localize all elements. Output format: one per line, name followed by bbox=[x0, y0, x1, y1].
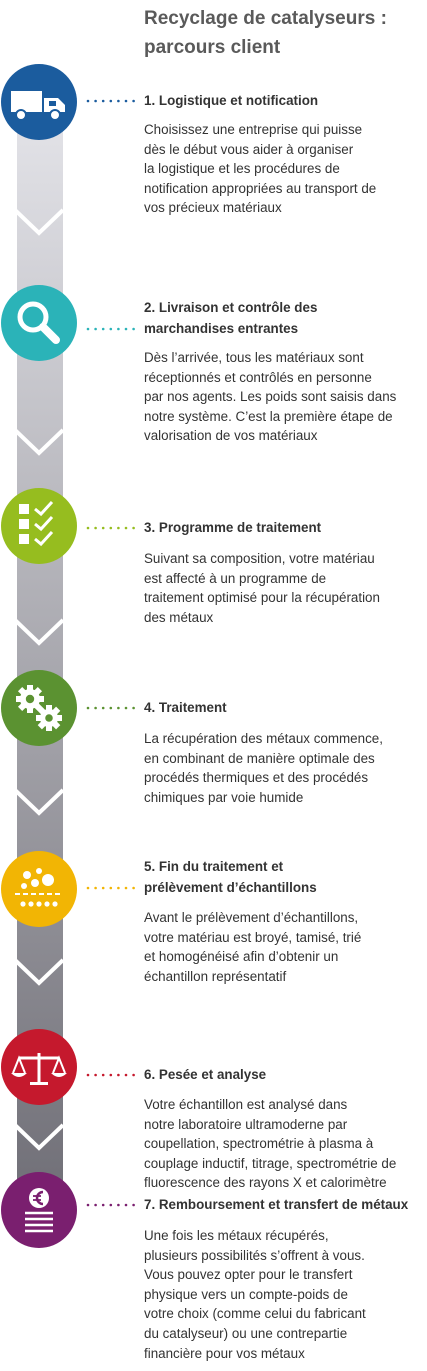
step-description-line: la logistique et les procédures de bbox=[144, 161, 340, 177]
step-description-line: notre laboratoire ultramoderne par bbox=[144, 1116, 348, 1132]
magnifier-icon bbox=[17, 301, 60, 344]
title-line-1: Recyclage de catalyseurs : bbox=[144, 8, 387, 29]
step-description-line: Suivant sa composition, votre matériau bbox=[144, 551, 375, 566]
step-description-line: traitement optimisé pour la récupération bbox=[144, 590, 380, 606]
step-2-description: Dès l’arrivée, tous les matériaux sont ré… bbox=[144, 348, 426, 446]
step-description-line: La récupération des métaux commence, bbox=[144, 731, 383, 746]
step-heading-line: 3. Programme de traitement bbox=[144, 520, 322, 535]
step-7-circle bbox=[1, 1172, 77, 1248]
step-5-circle bbox=[1, 851, 77, 927]
checklist-icon bbox=[19, 500, 54, 547]
step-heading-line: 5. Fin du traitement et bbox=[144, 859, 284, 874]
spine-chevron-4 bbox=[13, 788, 65, 816]
step-description-line: Avant le prélèvement d’échantillons, bbox=[144, 910, 359, 925]
step-3-description: Suivant sa composition, votre matériau es… bbox=[144, 549, 426, 627]
step-description-line: du catalyseur) ou une contrepartie bbox=[144, 1325, 348, 1341]
step-4-badge bbox=[1, 670, 77, 746]
step-7-badge bbox=[1, 1172, 77, 1248]
step-4-description: La récupération des métaux commence, en c… bbox=[144, 729, 426, 807]
step-heading-line: 2. Livraison et contrôle des bbox=[144, 300, 318, 315]
step-heading-line: 6. Pesée et analyse bbox=[144, 1067, 267, 1082]
page-title: Recyclage de catalyseurs : parcours clie… bbox=[144, 4, 424, 62]
step-1-heading: 1. Logistique et notification bbox=[144, 90, 426, 111]
step-heading-line: marchandises entrantes bbox=[144, 321, 299, 336]
step-heading-line: prélèvement d’échantillons bbox=[144, 880, 317, 895]
step-description-line: dès le début vous aider à organiser bbox=[144, 141, 354, 157]
step-description-line: coupellation, spectrométrie à plasma à bbox=[144, 1136, 374, 1152]
step-description-line: physique vers un compte-poids de bbox=[144, 1286, 348, 1302]
step-1-badge bbox=[1, 64, 77, 140]
step-6-badge bbox=[1, 1029, 77, 1105]
truck-icon bbox=[11, 91, 65, 121]
step-description-line: fluorescence des rayons X et calorimètre bbox=[144, 1175, 387, 1191]
gears-icon bbox=[16, 685, 62, 731]
step-description-line: réceptionnés et contrôlés en personne bbox=[144, 369, 372, 385]
step-5-description: Avant le prélèvement d’échantillons, votr… bbox=[144, 908, 426, 986]
step-2-heading: 2. Livraison et contrôle des marchandises… bbox=[144, 297, 426, 339]
title-line-2: parcours client bbox=[144, 37, 281, 58]
step-description-line: plusieurs possibilités s’offrent à vous. bbox=[144, 1247, 365, 1263]
step-7-description: Une fois les métaux récupérés, plusieurs … bbox=[144, 1226, 426, 1363]
step-description-line: Choisissez une entreprise qui puisse bbox=[144, 122, 363, 137]
step-6-description: Votre échantillon est analysé dans notre … bbox=[144, 1095, 426, 1193]
spine-chevron-3 bbox=[13, 618, 65, 646]
euro-coin-icon bbox=[25, 1188, 53, 1233]
step-description-line: chimiques par voie humide bbox=[144, 789, 304, 805]
step-description-line: couplage inductif, titrage, spectrométri… bbox=[144, 1155, 397, 1171]
scale-icon bbox=[11, 1053, 67, 1085]
step-description-line: en combinant de manière optimale des bbox=[144, 750, 375, 766]
step-heading-line: 4. Traitement bbox=[144, 700, 227, 715]
step-description-line: notre système. C’est la première étape d… bbox=[144, 408, 393, 424]
step-description-line: Dès l’arrivée, tous les matériaux sont bbox=[144, 350, 364, 365]
step-5-heading: 5. Fin du traitement et prélèvement d’éch… bbox=[144, 856, 426, 898]
step-description-line: votre choix (comme celui du fabricant bbox=[144, 1306, 366, 1322]
step-description-line: et homogénéisé afin d’obtenir un bbox=[144, 949, 339, 965]
particles-icon bbox=[15, 868, 63, 907]
spine-chevron-5 bbox=[13, 958, 65, 986]
step-heading-line: 7. Remboursement et transfert de métaux bbox=[144, 1197, 409, 1212]
step-description-line: financière pour vos métaux bbox=[144, 1345, 305, 1361]
step-description-line: Une fois les métaux récupérés, bbox=[144, 1228, 329, 1243]
step-heading-line: 1. Logistique et notification bbox=[144, 93, 319, 108]
step-description-line: est affecté à un programme de bbox=[144, 570, 327, 586]
step-description-line: vos précieux matériaux bbox=[144, 200, 282, 216]
step-description-line: échantillon représentatif bbox=[144, 968, 287, 984]
step-description-line: des métaux bbox=[144, 609, 214, 625]
step-4-heading: 4. Traitement bbox=[144, 697, 426, 718]
step-7-heading: 7. Remboursement et transfert de métaux bbox=[144, 1194, 426, 1215]
spine-chevron-2 bbox=[13, 428, 65, 456]
step-description-line: procédés thermiques et des procédés bbox=[144, 770, 369, 786]
step-2-badge bbox=[1, 285, 77, 361]
step-description-line: par nos agents. Les poids sont saisis da… bbox=[144, 389, 397, 405]
step-6-heading: 6. Pesée et analyse bbox=[144, 1064, 426, 1085]
step-description-line: Vous pouvez opter pour le transfert bbox=[144, 1267, 353, 1283]
spine-chevron-6 bbox=[13, 1123, 65, 1151]
step-5-badge bbox=[1, 851, 77, 927]
step-description-line: votre matériau est broyé, tamisé, trié bbox=[144, 929, 362, 945]
step-2-circle bbox=[1, 285, 77, 361]
step-3-badge bbox=[1, 488, 77, 564]
step-3-heading: 3. Programme de traitement bbox=[144, 517, 426, 538]
spine-chevron-1 bbox=[13, 208, 65, 236]
step-description-line: notification appropriées au transport de bbox=[144, 180, 377, 196]
step-description-line: Votre échantillon est analysé dans bbox=[144, 1097, 348, 1112]
step-1-description: Choisissez une entreprise qui puisse dès … bbox=[144, 120, 426, 218]
step-description-line: valorisation de vos matériaux bbox=[144, 428, 318, 444]
